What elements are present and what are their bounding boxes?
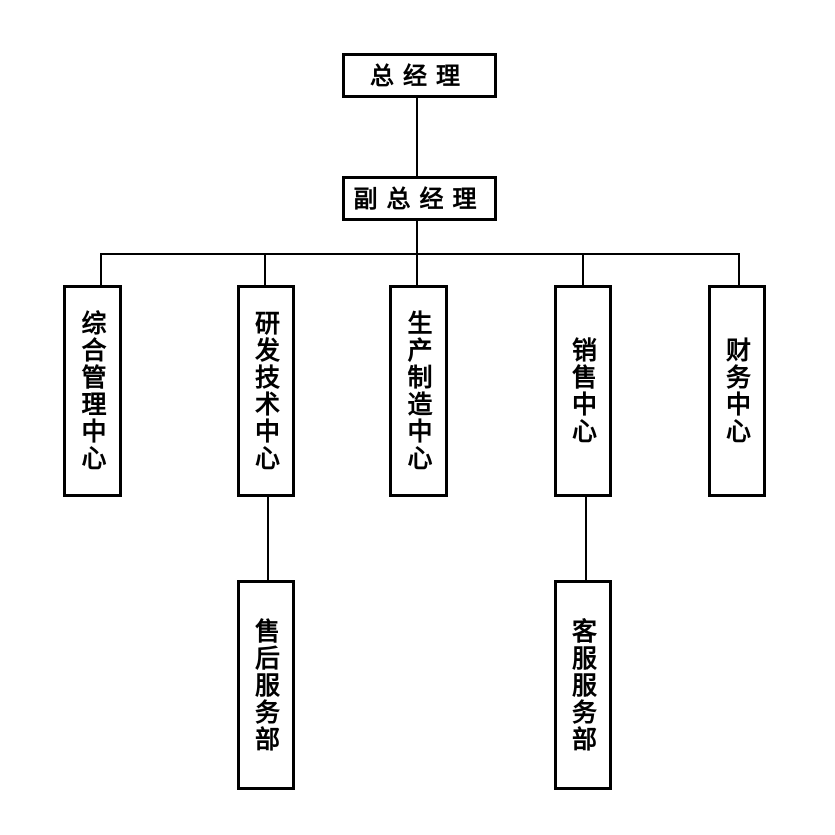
org-node-customer-service-dept: 客服服务部: [554, 580, 612, 790]
connector-deputy-riser: [416, 221, 418, 253]
org-node-label: 客服服务部: [568, 617, 598, 753]
org-node-label: 总经理: [370, 61, 469, 90]
org-node-finance-center: 财务中心: [708, 285, 766, 497]
org-node-deputy-general-manager: 副总经理: [342, 176, 497, 221]
org-node-label: 销售中心: [568, 337, 598, 445]
org-node-after-sales-service-dept: 售后服务部: [237, 580, 295, 790]
connector-drop-rd-technology: [264, 253, 266, 285]
org-node-general-manager: 总经理: [342, 53, 497, 98]
org-node-general-admin-center: 综合管理中心: [63, 285, 122, 497]
org-node-sales-center: 销售中心: [554, 285, 612, 497]
org-node-label: 生产制造中心: [404, 310, 433, 472]
connector-level3-bus: [100, 253, 740, 255]
org-node-label: 综合管理中心: [78, 310, 107, 472]
connector-sales-to-customer-service: [585, 497, 587, 580]
org-node-label: 研发技术中心: [251, 310, 281, 472]
connector-drop-finance: [738, 253, 740, 285]
connector-drop-general-admin: [100, 253, 102, 285]
org-node-label: 售后服务部: [251, 617, 281, 753]
connector-rd-to-after-sales: [267, 497, 269, 580]
org-node-production-manufacturing-center: 生产制造中心: [389, 285, 448, 497]
connector-drop-production: [416, 253, 418, 285]
connector-gm-to-deputy: [416, 98, 418, 176]
org-node-rd-technology-center: 研发技术中心: [237, 285, 295, 497]
connector-drop-sales: [582, 253, 584, 285]
org-node-label: 副总经理: [353, 184, 486, 213]
org-node-label: 财务中心: [722, 337, 752, 445]
